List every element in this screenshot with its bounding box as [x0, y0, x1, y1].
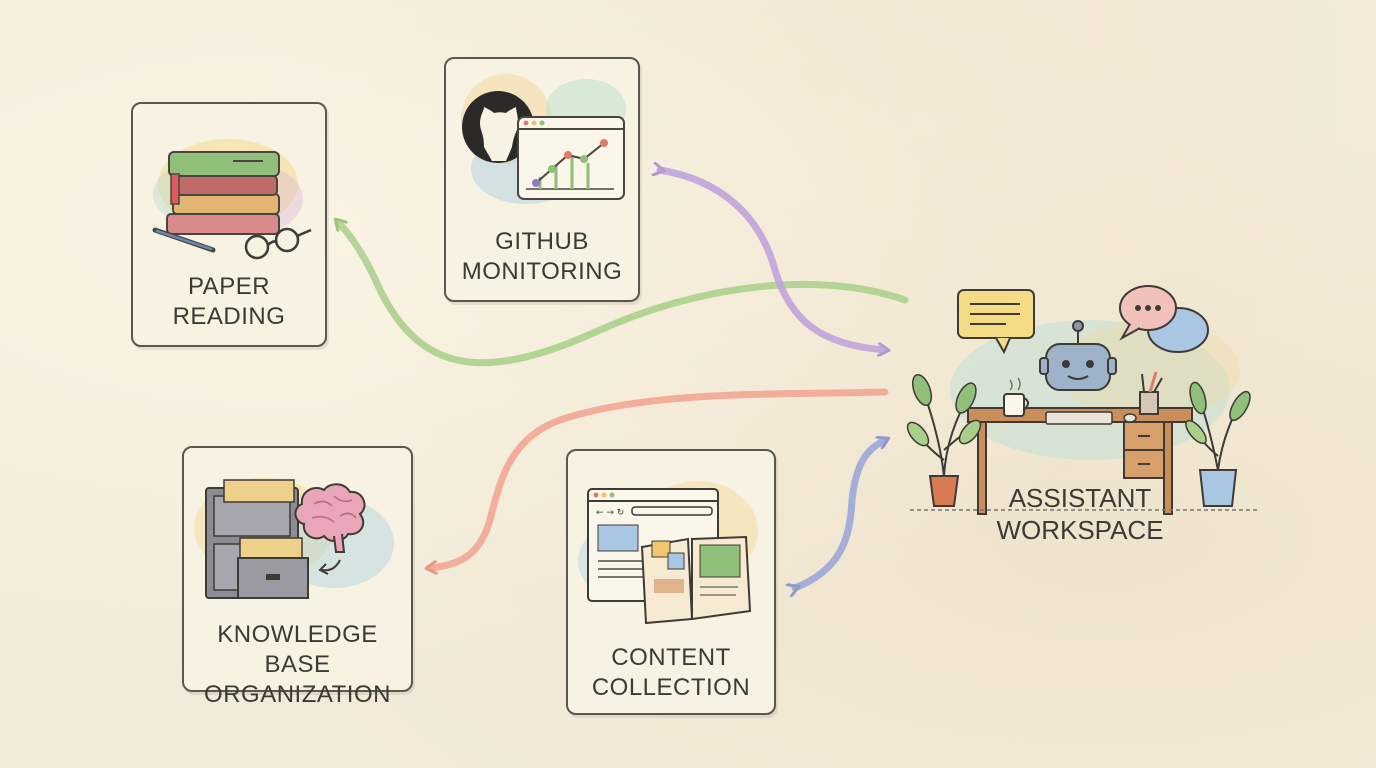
github-monitoring-card[interactable]: GITHUB MONITORING [444, 57, 640, 302]
github-monitoring-line2: MONITORING [461, 258, 623, 285]
robot-icon [1039, 320, 1117, 391]
pen-icon [152, 227, 216, 253]
arrow-content-workspace [795, 440, 885, 588]
line-chart-window-icon [517, 116, 625, 200]
tool-cup-icon [1139, 371, 1163, 415]
brain-icon [294, 483, 366, 575]
plant-icon [1185, 381, 1251, 507]
content-collection-illustration: ← → ↻ [578, 481, 758, 625]
file-cabinet-icon [205, 479, 309, 599]
content-collection-line2: COLLECTION [591, 674, 751, 701]
paper-reading-line1: PAPER [187, 273, 271, 300]
knowledge-base-card[interactable]: KNOWLEDGE BASE ORGANIZATION [182, 446, 413, 708]
paper-reading-card[interactable]: PAPER READING [131, 102, 327, 347]
assistant-workspace-line2: WORKSPACE [996, 515, 1164, 545]
knowledge-base-line1: KNOWLEDGE BASE [217, 621, 378, 678]
keyboard-icon [1045, 411, 1137, 425]
open-notebook-icon [640, 535, 752, 625]
paper-reading-line2: READING [172, 303, 286, 330]
github-monitoring-line1: GITHUB [495, 228, 589, 255]
knowledge-base-illustration [194, 478, 394, 599]
content-collection-label: CONTENT COLLECTION [568, 643, 774, 703]
content-collection-line1: CONTENT [611, 644, 731, 671]
github-logo-icon [462, 91, 534, 163]
paper-reading-label: PAPER READING [133, 272, 325, 332]
assistant-workspace-label: ASSISTANT WORKSPACE [980, 482, 1180, 546]
knowledge-base-label: KNOWLEDGE BASE ORGANIZATION [184, 620, 411, 710]
assistant-workspace-line1: ASSISTANT [1008, 483, 1152, 513]
knowledge-base-line2: ORGANIZATION [204, 681, 391, 708]
assistant-workspace-illustration [906, 285, 1260, 515]
chat-bubbles-icon [957, 285, 1209, 355]
github-monitoring-illustration [461, 74, 626, 204]
arrow-github-workspace [660, 170, 885, 350]
github-monitoring-label: GITHUB MONITORING [446, 227, 638, 287]
glasses-icon [244, 227, 312, 260]
paper-reading-illustration [152, 139, 312, 260]
arrow-workspace-to-knowledge-base [430, 388, 889, 568]
content-collection-card[interactable]: ← → ↻ CONTENT COLLECTION [566, 449, 776, 715]
coffee-mug-icon [1003, 377, 1029, 417]
plant-icon [906, 373, 982, 507]
books-icon [166, 151, 280, 235]
svg-text:← → ↻: ← → ↻ [596, 508, 624, 518]
